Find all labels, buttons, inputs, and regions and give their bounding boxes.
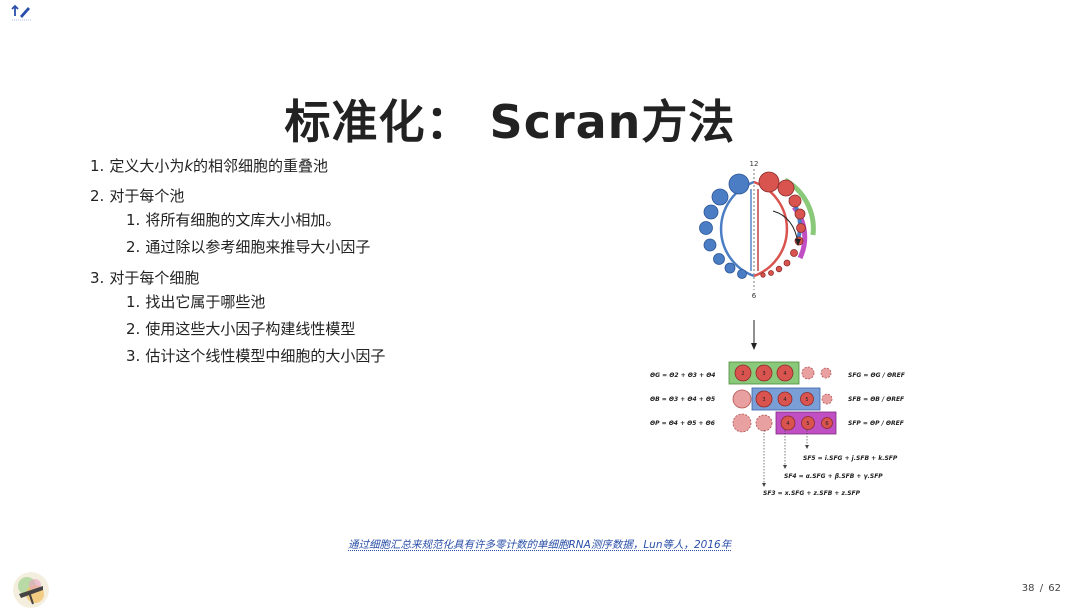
cell-number-labels: 2 3 4 3 4 5 4 5 6 [741, 371, 828, 427]
page-indicator: 38 / 62 [1021, 583, 1062, 594]
cell-label: 5 [805, 397, 808, 403]
citation-link[interactable]: 通过细胞汇总来规范化具有许多零计数的单细胞RNA测序数据，Lun等人，2016年 [348, 539, 732, 551]
list-item: 2.使用这些大小因子构建线性模型 [126, 318, 355, 339]
list-text: 使用这些大小因子构建线性模型 [145, 320, 356, 338]
list-item: 3.对于每个细胞 [90, 267, 199, 288]
list-text: 估计这个线性模型中细胞的大小因子 [145, 347, 386, 365]
faded-cells-row1 [801, 366, 832, 380]
list-var-k: k [184, 157, 194, 175]
cell-label: 3 [762, 371, 765, 377]
page-total: 62 [1048, 583, 1061, 594]
list-text: 找出它属于哪些池 [145, 293, 266, 311]
dotted-arrowheads [762, 445, 809, 487]
list-text: 的相邻细胞的重叠池 [193, 157, 329, 175]
list-text: 将所有细胞的文库大小相加。 [145, 211, 341, 229]
list-item: 2.通过除以参考细胞来推导大小因子 [126, 236, 370, 257]
cell-label: 3 [762, 397, 765, 403]
list-number: 3. [126, 347, 141, 365]
pencil-icon [11, 4, 32, 21]
pool-equations: ΘG = Θ2 + Θ3 + Θ4 ΘB = Θ3 + Θ4 + Θ5 ΘP =… [650, 372, 906, 427]
avatar-logo-icon [13, 572, 49, 608]
green-pool-cells [734, 364, 794, 382]
list-text: 对于每个细胞 [109, 269, 200, 287]
list-item: 1.找出它属于哪些池 [126, 291, 265, 312]
list-number: 1. [126, 211, 141, 229]
sf-equations: SF5 = i.SFG + j.SFB + k.SFP SF4 = α.SFG … [763, 455, 898, 497]
sf3-eq: SF3 = x.SFG + z.SFB + z.SFP [763, 490, 861, 497]
list-item: 1.定义大小为k的相邻细胞的重叠池 [90, 155, 328, 176]
page-current: 38 [1021, 583, 1035, 594]
purple-pool-cells [780, 415, 833, 431]
edit-button[interactable] [10, 2, 36, 22]
pooling-diagram: 12 6 [650, 160, 906, 497]
list-number: 3. [90, 269, 105, 287]
list-text: 通过除以参考细胞来推导大小因子 [145, 238, 371, 256]
blue-pool-cells [755, 390, 814, 408]
list-item: 3.估计这个线性模型中细胞的大小因子 [126, 345, 385, 366]
faded-cell-row2 [732, 389, 752, 409]
faded-cells-row3 [732, 413, 773, 433]
page-separator: / [1039, 583, 1044, 594]
cell-label: 2 [741, 371, 744, 377]
sf4-eq: SF4 = α.SFG + β.SFB + γ.SFP [784, 473, 883, 480]
scran-pooling-figure: 12 6 [640, 155, 930, 505]
faded-cell-row2b [821, 393, 833, 405]
blue-cells [699, 173, 750, 279]
list-text: 对于每个池 [109, 187, 185, 205]
down-arrowhead [751, 343, 757, 350]
list-item: 2.对于每个池 [90, 185, 184, 206]
cell-label: 4 [783, 397, 786, 403]
list-text: 定义大小为 [109, 157, 185, 175]
bottom-label: 6 [752, 292, 757, 300]
rotation-arrow [772, 210, 799, 244]
eq-green: ΘG = Θ2 + Θ3 + Θ4 [650, 372, 715, 379]
rotation-arrowhead [795, 239, 801, 246]
list-number: 2. [126, 320, 141, 338]
sf-blue: SFB = ΘB / ΘREF [848, 396, 905, 403]
list-number: 2. [126, 238, 141, 256]
cell-label: 6 [825, 421, 828, 427]
sf5-eq: SF5 = i.SFG + j.SFB + k.SFP [803, 455, 898, 462]
list-number: 1. [126, 293, 141, 311]
cell-label: 4 [786, 421, 789, 427]
cell-label: 5 [806, 421, 809, 427]
eq-purple: ΘP = Θ4 + Θ5 + Θ6 [650, 420, 715, 427]
eq-blue: ΘB = Θ3 + Θ4 + Θ5 [650, 396, 715, 403]
list-item: 1.将所有细胞的文库大小相加。 [126, 209, 340, 230]
slide-title: 标准化： Scran方法 [284, 95, 736, 149]
list-number: 1. [90, 157, 105, 175]
cell-label: 4 [783, 371, 786, 377]
sf-green: SFG = ΘG / ΘREF [848, 372, 906, 379]
list-number: 2. [90, 187, 105, 205]
avatar[interactable] [13, 572, 49, 608]
dotted-arrows [763, 430, 808, 485]
ring-red-arc [753, 180, 789, 278]
top-label: 12 [750, 160, 759, 168]
sf-purple: SFP = ΘP / ΘREF [848, 420, 905, 427]
